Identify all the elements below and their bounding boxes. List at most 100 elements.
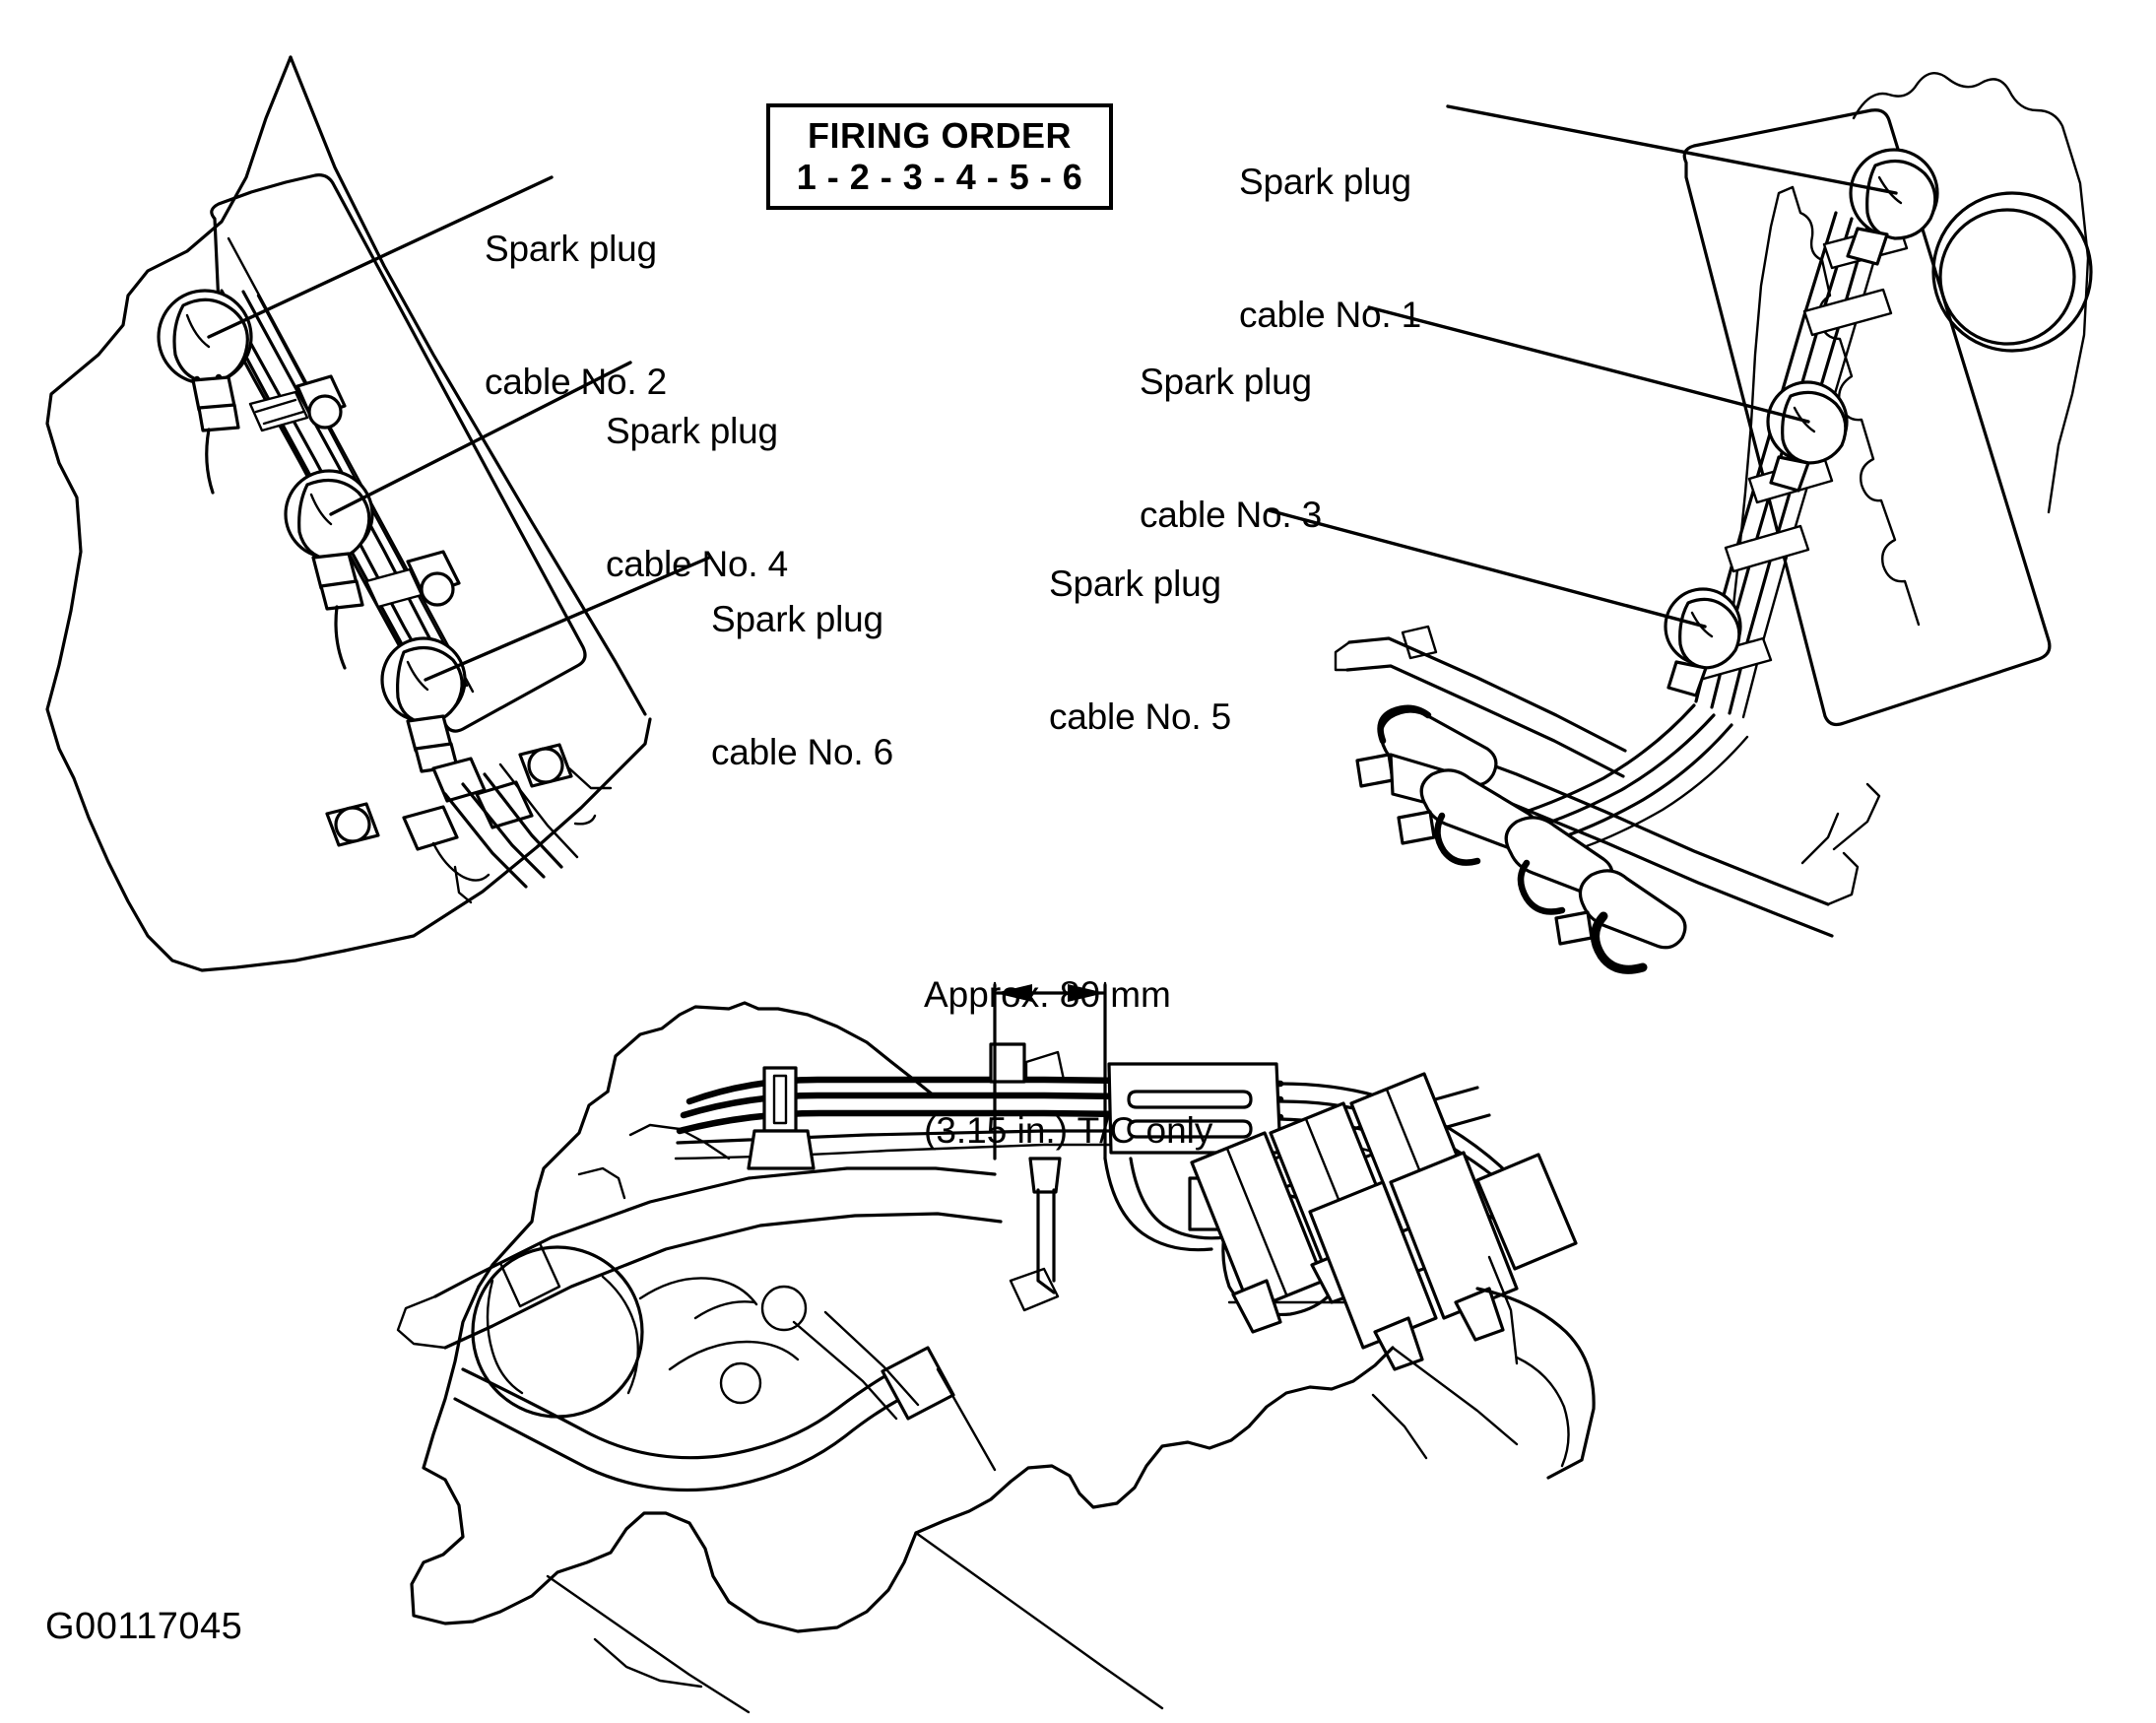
bottom-engine-front-view (396, 983, 1596, 1714)
center-conduit-tip (1028, 1157, 1062, 1194)
right-plug-boot-1 (1865, 159, 1937, 240)
center-conduit-stem (1036, 1188, 1056, 1294)
injector-5 (1389, 1151, 1519, 1320)
right-pipe-a (1103, 1157, 1213, 1252)
lower-hose-a (461, 1358, 918, 1460)
inner-detail-4 (792, 1320, 898, 1421)
pulley-bracket-right (601, 1275, 639, 1395)
plenum-outline (606, 1001, 936, 1097)
left-plug-boot-4-crease (309, 493, 333, 526)
right-bracket-arm (1475, 1153, 1578, 1271)
callout-cable-3-line1: Spark plug (1140, 362, 1312, 402)
right-lower-bracket-plate (1446, 747, 1830, 906)
callout-cable-4: Spark plug cable No. 4 (606, 320, 788, 675)
left-rocker-cover (210, 173, 587, 733)
right-end-boot-a-rim (1377, 704, 1432, 745)
right-head-casting-outline (1852, 72, 2090, 514)
inner-detail-boss-2 (719, 1361, 762, 1405)
lower-hose-clamp (881, 1346, 955, 1421)
right-bracket-arm-stem (1487, 1255, 1519, 1365)
callout-cable-4-line2: cable No. 4 (606, 544, 788, 584)
harness-clip-left-stem (772, 1074, 788, 1125)
left-plug-boot-4-ferrule (319, 579, 364, 611)
oil-filler-cap-inner (1938, 208, 2076, 346)
callout-cable-6-line1: Spark plug (711, 599, 883, 639)
engine-block-diag-2 (914, 1531, 1164, 1710)
left-cable-bundle-exit-1 (443, 792, 528, 889)
left-cable-bundle-exit-4 (498, 762, 579, 859)
harness-protector-slot-2 (1127, 1119, 1253, 1139)
center-conduit-foot (1009, 1267, 1060, 1312)
leader-line-cable-3 (1367, 305, 1810, 424)
engine-block-outline-right (914, 1346, 1395, 1535)
callout-cable-6-line2: cable No. 6 (711, 732, 893, 772)
dimension-note-line2: (3.15 in.) T/C only (924, 1110, 1213, 1151)
left-bank-assembly (45, 55, 711, 972)
dimension-note-line1: Approx. 80 mm (924, 974, 1171, 1015)
callout-cable-4-line1: Spark plug (606, 411, 778, 451)
right-end-boot-b-stub (1397, 810, 1436, 845)
pulley-bracket-upper (486, 1279, 524, 1395)
left-plug-boot-6-crease (406, 660, 429, 692)
leader-line-cable-6 (424, 556, 711, 682)
right-end-boot-c-rim (1517, 859, 1566, 915)
left-cable-bundle-exit-3 (483, 772, 563, 869)
lower-hose-b (453, 1385, 926, 1492)
left-lower-stub (453, 865, 473, 904)
injector-4 (1308, 1180, 1438, 1350)
firing-order-sequence: 1 - 2 - 3 - 4 - 5 - 6 (796, 157, 1083, 197)
inner-detail-1 (638, 1277, 758, 1306)
left-lower-bolt-right (527, 747, 564, 784)
front-hose-upper-edge (433, 1166, 997, 1298)
inner-detail-3 (668, 1340, 800, 1371)
engine-block-outline-left (410, 1285, 918, 1633)
leader-line-cable-4 (329, 361, 632, 516)
right-bank-assembly (1267, 72, 2093, 974)
left-clamp-strap-top (254, 398, 305, 426)
right-rocker-cover (1682, 108, 2052, 727)
right-block-body (1475, 1287, 1596, 1480)
front-hose-clamp (498, 1241, 561, 1308)
left-lower-loop-hook (573, 814, 597, 826)
right-end-boot-d-rim (1591, 911, 1648, 974)
left-lower-bolt-left (334, 806, 371, 843)
left-plug-boot-6 (396, 645, 464, 725)
right-pipe-b (1129, 1157, 1227, 1240)
right-end-boot-d (1578, 869, 1687, 950)
left-bank-engine-step (567, 766, 613, 790)
harness-protector-slot-1 (1127, 1090, 1253, 1109)
firing-order-box: FIRING ORDER 1 - 2 - 3 - 4 - 5 - 6 (766, 103, 1113, 210)
left-plug-boot-4 (297, 478, 371, 562)
injector-4-tip (1373, 1316, 1424, 1371)
plenum-left-step-2 (577, 1166, 626, 1200)
harness-clip-center-tab (1024, 1050, 1066, 1082)
callout-cable-5-line1: Spark plug (1049, 563, 1221, 604)
right-cable-clamp-2 (1802, 288, 1893, 337)
left-bank-engine-outline (45, 55, 347, 972)
right-lower-rail-end-cap (1334, 640, 1351, 672)
right-cable-sweep-4 (1564, 735, 1749, 855)
callout-cable-3-line2: cable No. 3 (1140, 495, 1322, 535)
right-lower-rail-bottom (1345, 664, 1625, 778)
pulley-outer (471, 1245, 644, 1419)
left-plug-boot-2 (172, 298, 249, 384)
inner-detail-boss (760, 1285, 808, 1332)
left-clamp-bolt-mid (420, 571, 455, 607)
right-end-boot-d-stub (1554, 910, 1594, 946)
callout-cable-1-line1: Spark plug (1239, 162, 1411, 202)
front-hose-lower-edge (443, 1212, 1003, 1350)
leader-line-cable-2 (207, 175, 554, 339)
engine-block-diag-3 (1391, 1346, 1519, 1446)
right-support-arm (1832, 782, 1881, 851)
leader-line-cable-5 (1267, 508, 1707, 629)
oil-pan-lower-left (593, 1637, 703, 1689)
dimension-note: Approx. 80 mm (3.15 in.) T/C only (924, 882, 1212, 1244)
right-support-arm-2 (1800, 812, 1840, 865)
injector-1-tip (1231, 1279, 1282, 1334)
harness-clip-left (762, 1066, 798, 1133)
dim-arrowhead-right (1068, 984, 1105, 1002)
callout-cable-6: Spark plug cable No. 6 (711, 508, 893, 863)
left-clamp-bolt-top (307, 394, 343, 430)
